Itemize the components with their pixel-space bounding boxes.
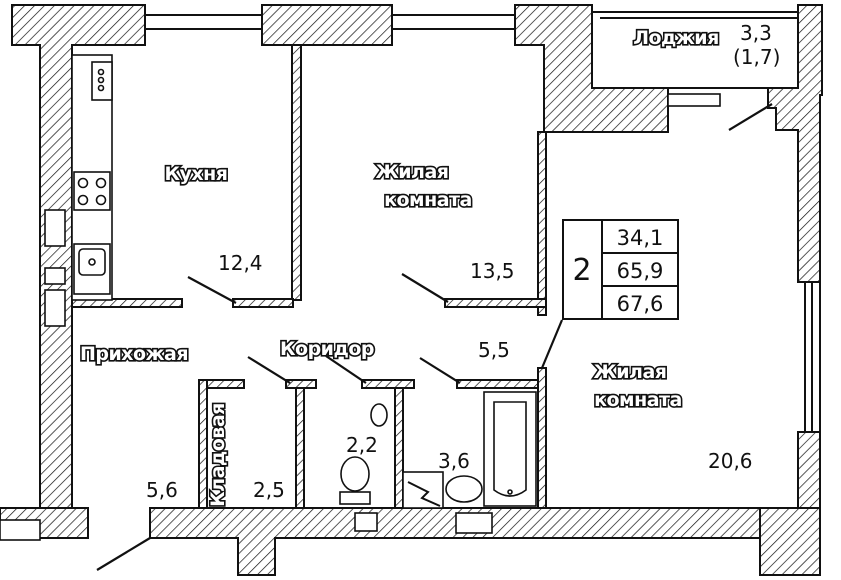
legend-living-area: 34,1 — [617, 226, 664, 250]
windows — [144, 14, 821, 433]
interior-partitions — [71, 44, 547, 509]
riser-box — [402, 471, 444, 509]
legend-frame — [562, 219, 679, 320]
door-entrance — [96, 537, 151, 571]
outer-walls — [0, 4, 823, 576]
room-area-bedroom: 13,5 — [470, 259, 515, 283]
room-area-hall: 5,6 — [146, 478, 178, 502]
partition-bedroom-living — [537, 131, 547, 316]
room-name-living: Жилая комната — [593, 361, 681, 411]
door-loggia — [728, 103, 773, 131]
toilet-tank-icon — [339, 491, 371, 505]
wall-bottom — [149, 507, 761, 576]
area-legend: 2 34,1 65,9 67,6 — [562, 219, 679, 320]
room-name-kitchen: Кухня — [165, 163, 228, 185]
legend-total-area: 65,9 — [617, 259, 664, 283]
toilet-icon — [340, 456, 370, 492]
wall-top-middle — [261, 4, 393, 46]
room-name-living-line1: Жилая — [593, 361, 666, 383]
room-name-corridor: Коридор — [280, 338, 374, 360]
room-name-bedroom-line2: комната — [384, 189, 472, 211]
partition-bedroom-hall — [444, 298, 547, 308]
partition-bath-living — [537, 367, 547, 509]
partition-kitchen-bedroom — [291, 44, 302, 301]
legend-total-with-loggia: 67,6 — [617, 292, 664, 316]
room-area-bathroom: 3,6 — [438, 449, 470, 473]
partition-bath-top — [456, 379, 546, 389]
door-bedroom — [401, 273, 449, 303]
partition-wc-bath — [394, 387, 404, 509]
stove-icon — [73, 171, 111, 211]
room-name-living-line2: комната — [594, 389, 682, 411]
partition-kitchen-hall — [71, 298, 183, 308]
window-kitchen — [144, 14, 263, 30]
legend-rooms-count: 2 — [572, 253, 591, 288]
room-area-wc: 2,2 — [346, 433, 378, 457]
window-bedroom — [391, 14, 516, 30]
loggia — [592, 11, 798, 107]
partition-kitchen-hall-2 — [232, 298, 294, 308]
door-wc — [325, 355, 367, 384]
kitchen-fixtures — [44, 54, 113, 327]
room-area-loggia: 3,3 — [740, 21, 772, 45]
door-storage — [247, 356, 291, 384]
room-area-corridor: 5,5 — [478, 338, 510, 362]
bathroom-fixtures — [0, 391, 537, 541]
room-area-loggia-reduced: (1,7) — [733, 45, 780, 69]
room-area-kitchen: 12,4 — [218, 251, 263, 275]
door-living — [540, 319, 564, 369]
wall-top-right — [514, 4, 669, 133]
wall-right-bottom — [759, 507, 821, 576]
room-name-loggia: Лоджия — [633, 27, 719, 49]
room-labels: Кухня 12,4 Жилая комната 13,5 Жилая комнат… — [78, 21, 780, 508]
partition-wc-top-2 — [361, 379, 415, 389]
room-name-bedroom-line1: Жилая — [375, 161, 448, 183]
room-name-hall: Прихожая — [80, 343, 188, 365]
room-name-bedroom: Жилая комната — [375, 161, 471, 211]
door-bath — [419, 357, 461, 384]
doors — [96, 103, 773, 571]
partition-storage-right — [295, 379, 305, 509]
partition-wc-top — [285, 379, 317, 389]
washbasin-icon — [445, 475, 483, 503]
door-kitchen — [187, 276, 237, 304]
room-name-storage: Кладовая — [207, 403, 229, 507]
room-area-storage: 2,5 — [253, 478, 285, 502]
partition-storage-side — [198, 379, 208, 509]
room-area-living: 20,6 — [708, 449, 753, 473]
